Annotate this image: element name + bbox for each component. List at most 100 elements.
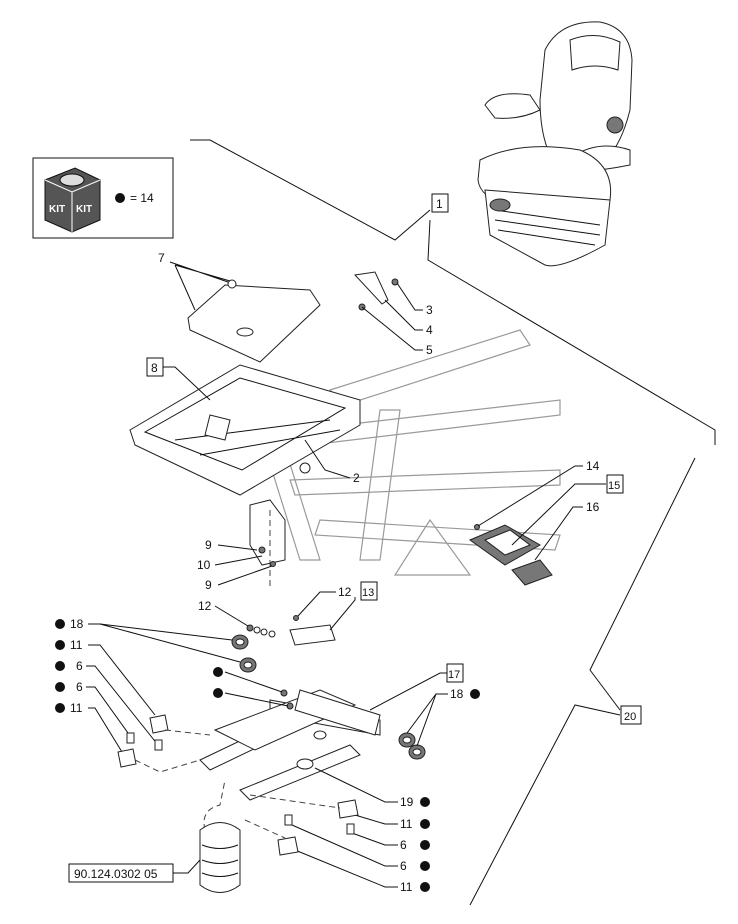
bullet-icon [213, 667, 223, 677]
kit-equals-text: = 14 [130, 191, 154, 205]
kit-legend-box: KIT KIT = 14 [32, 157, 174, 239]
bullet-icon [55, 703, 65, 713]
callout-18a: 18 [70, 617, 84, 631]
leader-12a [297, 591, 336, 617]
callout-17: 17 [448, 669, 460, 681]
leader-13 [329, 597, 356, 631]
bullet-icon [55, 640, 65, 650]
leader-19 [314, 767, 398, 803]
leader-3 [396, 282, 423, 311]
leader-8 [163, 366, 211, 401]
callout-box-20 [620, 705, 642, 725]
plate-7-drawing [187, 279, 321, 363]
leader-2 [304, 439, 351, 479]
leader-15 [511, 483, 606, 546]
leader-6c [351, 832, 398, 846]
rollers-18-right [398, 732, 426, 760]
scissor-17-drawing [199, 689, 381, 801]
leader-6a [86, 665, 159, 746]
callout-18b: 18 [450, 687, 464, 701]
leader-1 [190, 139, 431, 241]
callout-3: 3 [426, 303, 433, 317]
callout-16: 16 [586, 500, 600, 514]
leader-17 [369, 672, 447, 711]
callout-6b: 6 [76, 680, 83, 694]
bushings-right [244, 794, 359, 856]
leader-20-b [469, 704, 621, 906]
air-spring-drawing [199, 779, 241, 893]
callout-9b: 9 [205, 578, 212, 592]
kit-bullet-icon [115, 193, 125, 203]
callout-11c: 11 [400, 817, 413, 831]
leader-11c [354, 814, 398, 825]
shock-12-13-drawing [246, 615, 336, 646]
bullet-icon [55, 682, 65, 692]
leader-9a [217, 544, 258, 551]
callout-8: 8 [151, 361, 158, 375]
callout-6d: 6 [400, 859, 407, 873]
bullet-icon [470, 689, 480, 699]
callout-7: 7 [158, 251, 165, 265]
leader-1-b [427, 219, 716, 445]
leader-air-spring [173, 859, 201, 874]
callout-5: 5 [426, 343, 433, 357]
callout-4: 4 [426, 323, 433, 337]
callout-2: 2 [353, 471, 360, 485]
callout-10: 10 [197, 558, 211, 572]
bullet-icon [420, 840, 430, 850]
leader-9b [217, 565, 273, 586]
callout-12a: 12 [338, 585, 352, 599]
kit-box-text-left: KIT [49, 204, 65, 215]
callout-box-13 [360, 581, 378, 601]
leader-11a [88, 644, 156, 716]
callout-box-15 [606, 474, 624, 494]
rollers-18-left [231, 634, 257, 673]
bullet-icon [420, 882, 430, 892]
callout-20: 20 [624, 711, 636, 723]
callout-6c: 6 [400, 838, 407, 852]
callout-15: 15 [608, 480, 620, 492]
leader-12b [214, 605, 249, 627]
bullet-icon [213, 688, 223, 698]
callout-1: 1 [436, 197, 443, 211]
bracket-3-4-5-drawing [353, 271, 399, 311]
bullet-icon [420, 861, 430, 871]
callout-14: 14 [586, 459, 600, 473]
leader-18b [406, 693, 448, 747]
leader-14 [477, 465, 583, 527]
callout-19: 19 [400, 795, 414, 809]
bullet-icon [420, 797, 430, 807]
left-callouts: 18 11 6 6 11 [55, 617, 84, 715]
leader-4 [384, 299, 423, 331]
callout-13: 13 [362, 587, 374, 599]
leader-6b [86, 686, 129, 734]
bushings-left [117, 714, 211, 773]
callout-6a: 6 [76, 659, 83, 673]
leader-6d [291, 824, 398, 867]
leader-10 [214, 555, 263, 566]
kit-box-text-right: KIT [76, 204, 92, 215]
leader-5 [361, 306, 423, 351]
leader-center [224, 671, 289, 707]
callout-box-1 [431, 193, 449, 213]
frame-8-drawing [129, 364, 361, 496]
kit-box-icon [44, 167, 101, 233]
leader-20-a [589, 457, 696, 711]
bullet-icon [420, 819, 430, 829]
leader-16 [534, 506, 583, 561]
seat-assembly-drawing [477, 21, 633, 267]
callout-11b: 11 [70, 701, 83, 715]
leader-11d [294, 849, 398, 888]
bullet-icon [55, 661, 65, 671]
leader-11b [88, 707, 123, 753]
bullet-icon [55, 619, 65, 629]
callout-12b: 12 [198, 599, 212, 613]
callout-9a: 9 [205, 538, 212, 552]
leader-18a [88, 623, 241, 663]
callout-11a: 11 [70, 638, 83, 652]
leader-7 [169, 261, 231, 311]
callout-11d: 11 [400, 880, 413, 894]
reference-code: 90.124.0302 05 [74, 867, 158, 881]
lever-9-10-drawing [249, 499, 286, 590]
